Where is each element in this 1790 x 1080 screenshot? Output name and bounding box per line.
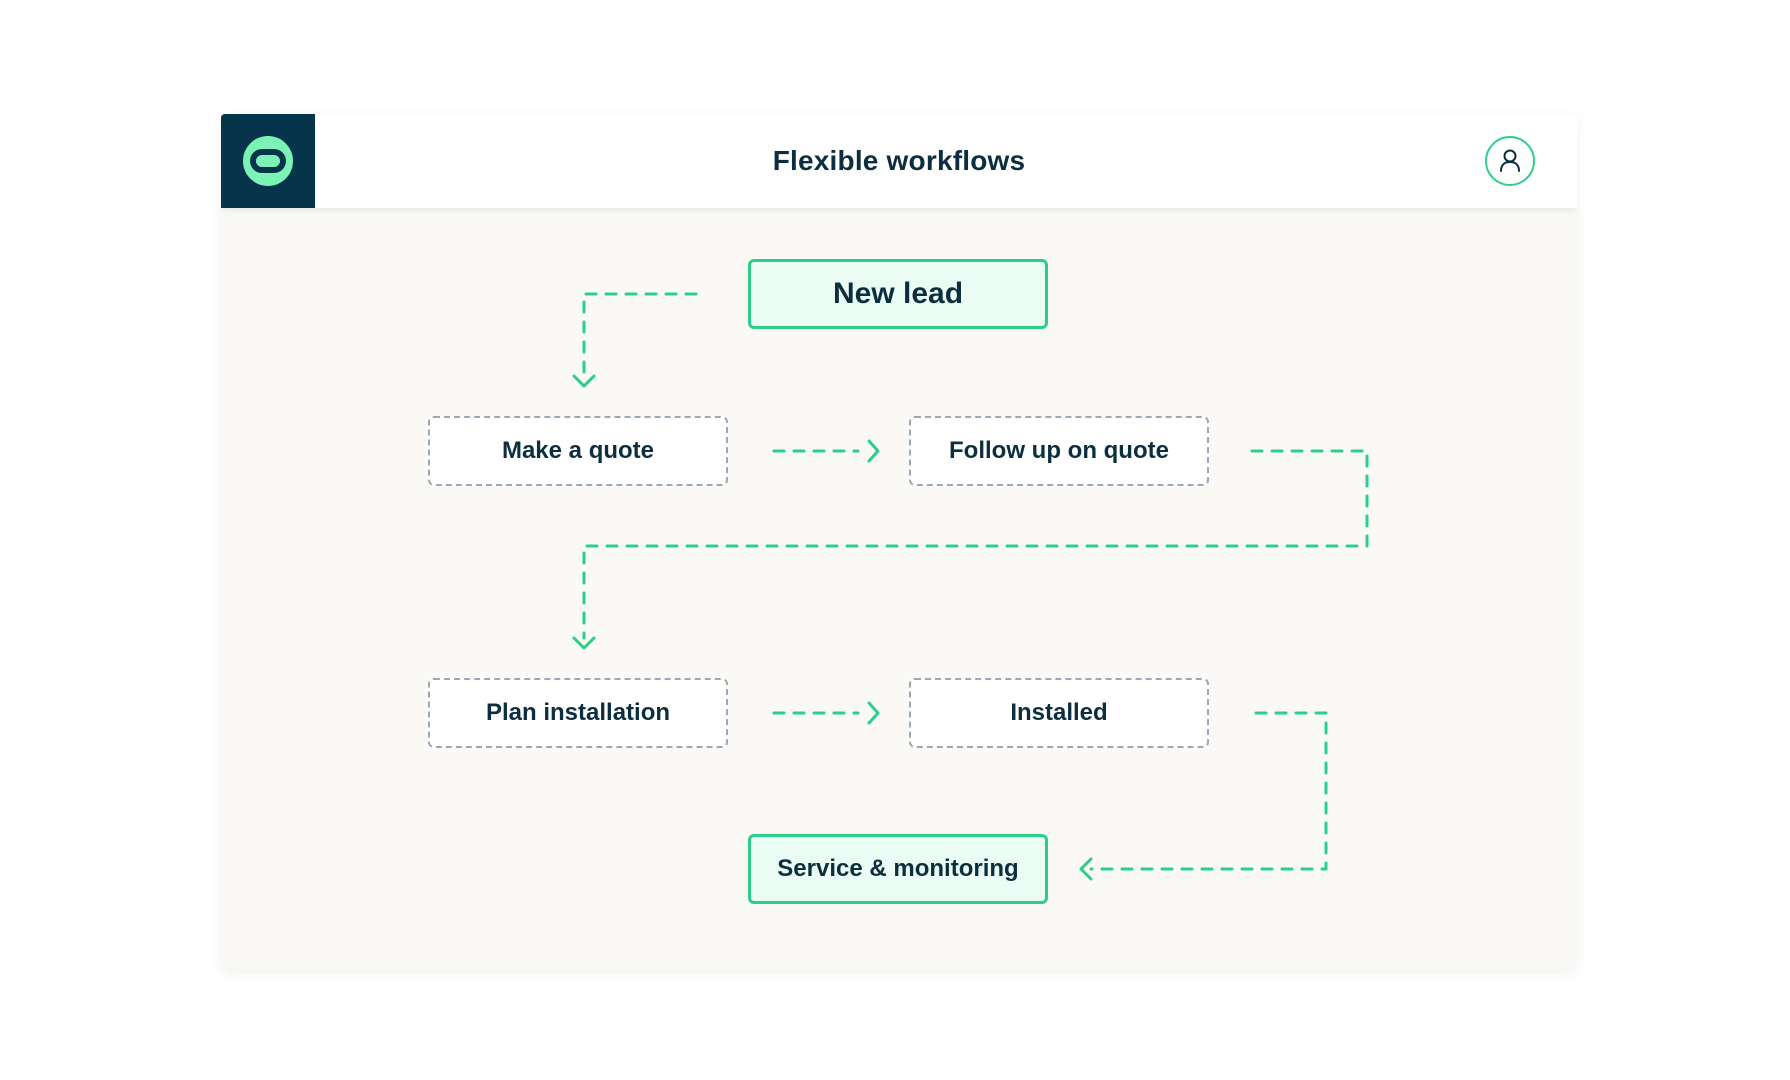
node-installed[interactable]: Installed	[909, 678, 1209, 748]
node-plan-installation[interactable]: Plan installation	[428, 678, 728, 748]
arrowhead-down-2	[572, 636, 596, 650]
node-follow-up[interactable]: Follow up on quote	[909, 416, 1209, 486]
arrowhead-right-2	[867, 701, 880, 725]
node-new-lead[interactable]: New lead	[748, 259, 1048, 329]
arrowhead-left-1	[1079, 857, 1093, 881]
connector-new-lead-to-quote	[582, 292, 698, 380]
profile-button[interactable]	[1485, 136, 1535, 186]
workflow-card: Flexible workflows New le	[221, 114, 1577, 969]
connector-installed-to-service	[1089, 711, 1328, 871]
user-icon	[1500, 149, 1520, 172]
node-make-quote[interactable]: Make a quote	[428, 416, 728, 486]
page-title: Flexible workflows	[772, 145, 1026, 176]
arrowhead-down-1	[572, 374, 596, 388]
workflow-connectors	[572, 292, 1369, 881]
brand-logo-icon	[243, 136, 293, 186]
logo-block[interactable]	[221, 114, 315, 208]
connector-follow-up-to-plan	[582, 449, 1369, 640]
arrowhead-right-1	[867, 439, 880, 463]
node-service-monitoring[interactable]: Service & monitoring	[748, 834, 1048, 904]
card-header: Flexible workflows	[221, 114, 1577, 208]
